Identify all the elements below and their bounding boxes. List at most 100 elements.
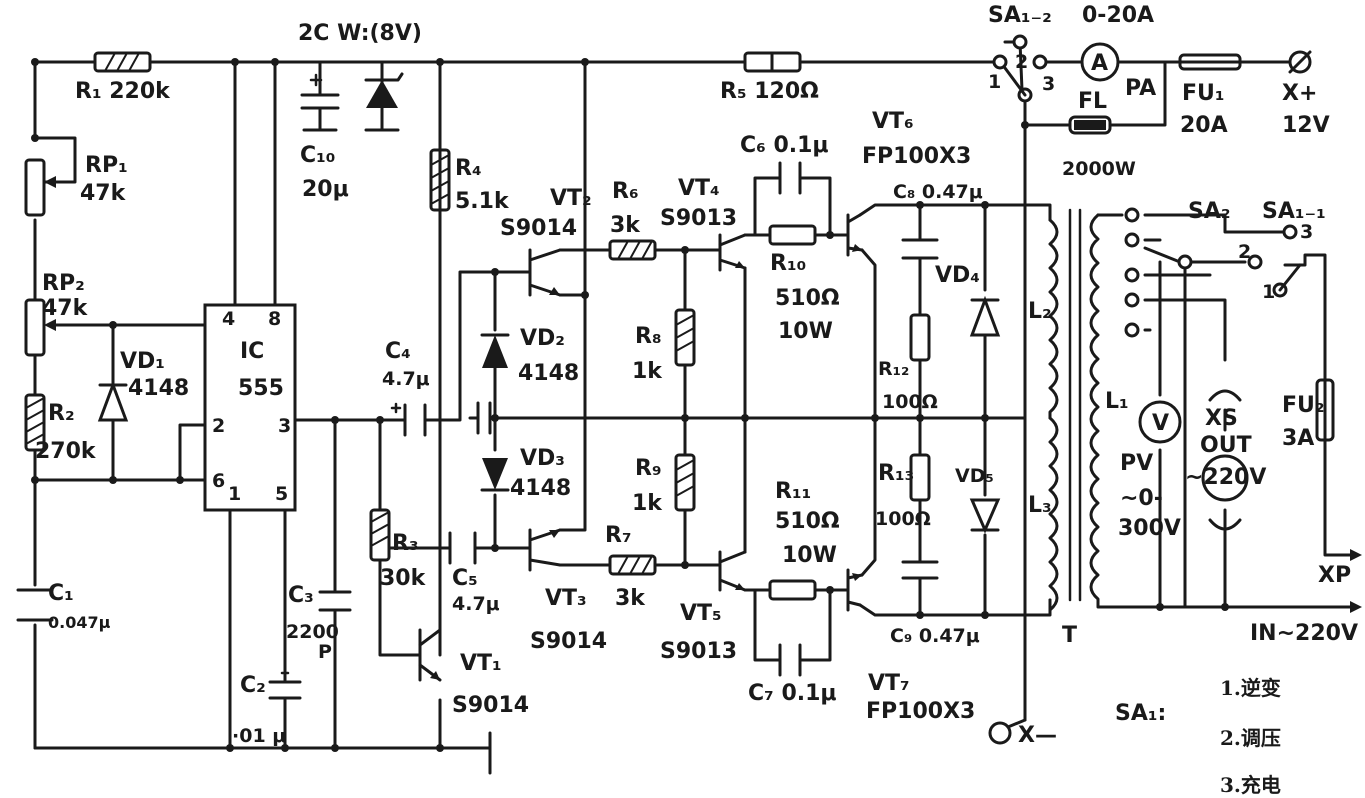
label-r12-val: 100Ω — [882, 391, 938, 413]
resistor-r6 — [608, 239, 657, 261]
transistor-vt3 — [528, 528, 562, 572]
fuse-fu1 — [1178, 53, 1242, 71]
label-c3-val2: P — [318, 641, 332, 663]
label-vt2-val: S9014 — [500, 216, 577, 241]
label-xplus-val: 12V — [1282, 113, 1330, 138]
label-xp: XP — [1318, 563, 1351, 588]
label-r7: R₇ — [605, 523, 632, 548]
label-c2: C₂ — [240, 673, 266, 698]
switch-sa2[interactable] — [1143, 246, 1193, 270]
label-c4: C₄ — [385, 339, 411, 364]
lamp-fl — [1068, 115, 1112, 135]
label-vt1-val: S9014 — [452, 693, 529, 718]
resistor-r11 — [768, 579, 817, 601]
label-rp2-val: 47k — [42, 296, 89, 321]
label-r8-val: 1k — [632, 359, 663, 384]
zener-diode-vd-top — [364, 72, 404, 132]
label-vt5-val: S9013 — [660, 639, 737, 664]
label-vd2: VD₂ — [520, 326, 565, 351]
label-l2: L₂ — [1028, 299, 1052, 324]
label-c1: C₁ — [48, 581, 74, 606]
resistor-r9 — [674, 453, 696, 512]
outlet-xs[interactable] — [1201, 389, 1249, 531]
label-vd2-val: 4148 — [518, 361, 579, 386]
label-r13-val: 100Ω — [875, 508, 931, 530]
switch-sa1-1[interactable] — [1247, 224, 1302, 298]
ammeter-pa — [1080, 42, 1120, 82]
label-vd4: VD₄ — [935, 263, 980, 288]
label-vt2: VT₂ — [550, 186, 592, 211]
label-rp1: RP₁ — [85, 153, 128, 178]
label-c7: C₇ 0.1μ — [748, 681, 837, 706]
transistor-vt1 — [418, 60, 442, 682]
label-r4: R₄ — [455, 156, 482, 181]
label-pa: PA — [1125, 76, 1156, 101]
label-sa11: SA₁₋₁ — [1262, 199, 1326, 224]
capacitor-c8 — [901, 238, 939, 260]
label-c10: C₁₀ — [300, 143, 335, 168]
label-top: 2C W:(8V) — [298, 21, 422, 46]
label-r7-val: 3k — [615, 586, 646, 611]
switch-sa1-2[interactable] — [992, 34, 1048, 103]
label-c10-val: 20μ — [302, 177, 349, 202]
transistor-vt6 — [838, 213, 864, 257]
label-t: T — [1062, 623, 1077, 648]
label-l3: L₃ — [1028, 493, 1052, 518]
label-sa12-3: 3 — [1042, 73, 1055, 95]
label-c9: C₉ 0.47μ — [890, 625, 980, 647]
label-pin6: 6 — [212, 470, 225, 492]
terminal-xminus[interactable] — [988, 718, 1027, 745]
resistor-r8 — [674, 308, 696, 367]
label-sa12: SA₁₋₂ — [988, 3, 1052, 28]
label-xplus: X+ — [1282, 81, 1317, 106]
capacitor-c4 — [390, 402, 427, 437]
label-vt3-val: S9014 — [530, 629, 607, 654]
resistor-r3 — [369, 508, 391, 562]
label-pin8: 8 — [268, 308, 281, 330]
junctions — [31, 58, 1229, 752]
transformer-taps — [1124, 207, 1140, 338]
diode-vd3 — [480, 458, 510, 492]
label-vd3: VD₃ — [520, 446, 565, 471]
label-r8: R₈ — [635, 324, 662, 349]
label-r11: R₁₁ — [775, 479, 811, 504]
label-vd5: VD₅ — [955, 465, 994, 487]
label-r11-val2: 10W — [782, 543, 837, 568]
diode-vd4 — [969, 295, 1001, 337]
fuse-fu2 — [1315, 378, 1335, 442]
label-c5-val: 4.7μ — [452, 593, 500, 615]
transistor-vt2 — [528, 248, 562, 297]
label-fl: FL — [1078, 89, 1107, 114]
label-r5: R₅ 120Ω — [720, 79, 819, 104]
capacitor-c7 — [778, 643, 802, 677]
label-xs-val: ~220V — [1185, 465, 1266, 490]
label-sa12-2: 2 — [1015, 51, 1028, 73]
label-c5: C₅ — [452, 566, 478, 591]
label-sa11-1: 1 — [1262, 281, 1275, 303]
capacitor-c1 — [16, 588, 54, 622]
label-pv: PV — [1120, 451, 1153, 476]
label-r10-val2: 10W — [778, 319, 833, 344]
terminal-xplus[interactable] — [1288, 50, 1312, 74]
resistor-r10 — [768, 224, 817, 246]
resistor-r7 — [608, 554, 657, 576]
label-c4-val: 4.7μ — [382, 368, 430, 390]
label-l1: L₁ — [1105, 389, 1129, 414]
capacitor-c3 — [318, 590, 352, 612]
label-sa11-3: 3 — [1300, 221, 1313, 243]
label-r10: R₁₀ — [770, 251, 806, 276]
label-pa-range: 0-20A — [1082, 3, 1154, 28]
label-vt7: VT₇ — [868, 671, 910, 696]
plug-xp[interactable] — [1350, 549, 1362, 613]
ic-555 — [203, 303, 297, 512]
label-pin4: 4 — [222, 308, 235, 330]
potentiometer-rp1 — [24, 158, 56, 217]
capacitor-c6 — [778, 161, 802, 195]
resistor-r2 — [24, 393, 46, 452]
label-r6-val: 3k — [610, 213, 641, 238]
label-r3: R₃ — [392, 531, 419, 556]
label-r13: R₁₃ — [878, 461, 914, 486]
label-vt6-val: FP100X3 — [862, 144, 971, 169]
legend-mode-2: 2.调压 — [1220, 726, 1281, 750]
